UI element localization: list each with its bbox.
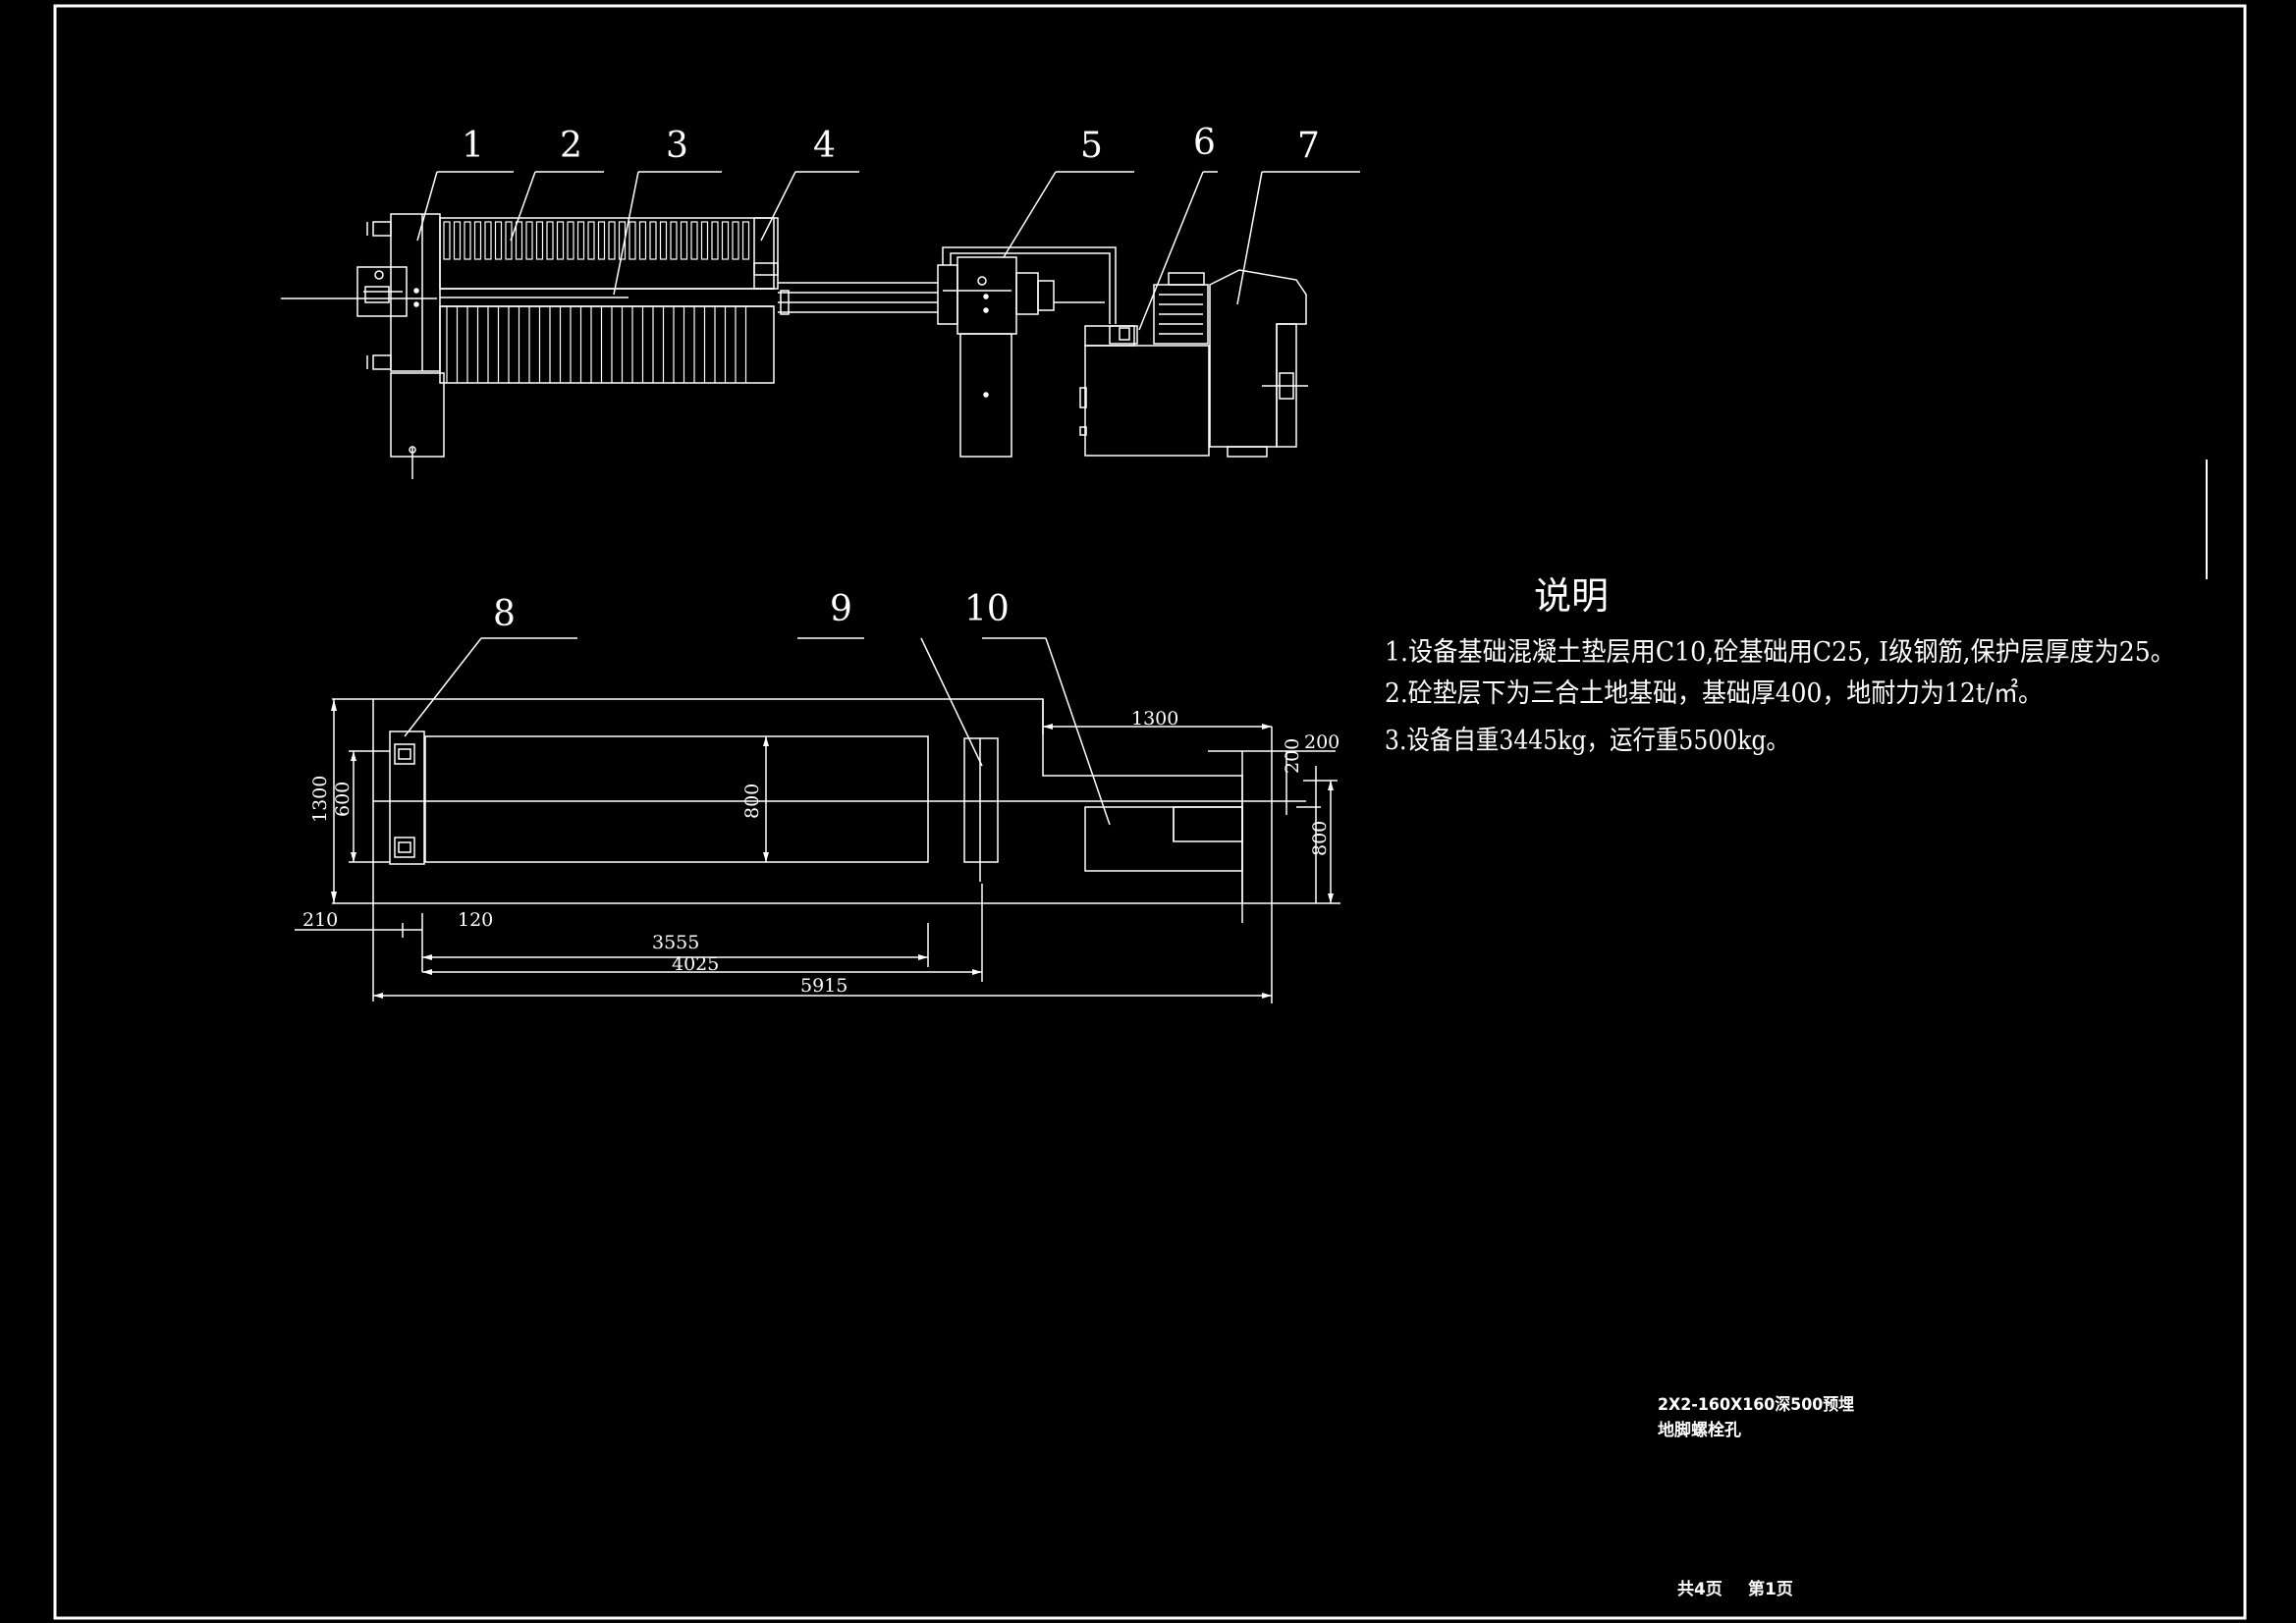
- plate-rib-top: [597, 221, 606, 260]
- dim-4025: 4025: [672, 953, 719, 975]
- plate-rib-top: [525, 221, 533, 260]
- dim-800-right: 800: [1309, 821, 1331, 856]
- dimension-labels: 1300 600 800 210 120 3555 4025 5915 1300…: [302, 708, 1339, 997]
- plate-rib-top: [484, 221, 492, 260]
- plate-rib-top: [690, 221, 698, 260]
- plate-rib-top: [629, 221, 636, 260]
- plate-rib-top: [567, 221, 574, 260]
- plate-rib-top: [535, 221, 544, 260]
- plate-rib-top: [721, 221, 730, 260]
- plate-rib-top: [732, 221, 739, 260]
- dim-800-center: 800: [741, 784, 763, 819]
- note-item-2: 2.砼垫层下为三合土地基础，基础厚400，地耐力为12t/㎡。: [1385, 678, 2043, 709]
- dimension-arrows: [331, 699, 1334, 999]
- dim-200-horizontal: 200: [1304, 731, 1339, 753]
- plate-rib-top: [464, 221, 471, 260]
- part-label-3: 3: [666, 126, 688, 166]
- plate-rib-top: [638, 221, 647, 260]
- notes-title: 说明: [1534, 574, 1609, 618]
- dim-120: 120: [458, 909, 493, 931]
- plate-rib-top: [608, 221, 616, 260]
- plate-rib-top: [680, 221, 688, 260]
- part-labels: 1 2 3 4 5 6 7 8 9 10: [462, 123, 1320, 634]
- part-leaders: [404, 171, 1360, 826]
- plate-rib-top: [443, 221, 451, 260]
- part-label-2: 2: [560, 126, 582, 166]
- part-label-1: 1: [462, 126, 484, 166]
- dim-1300-top: 1300: [1131, 708, 1178, 730]
- drawing-frame: [53, 4, 2247, 1620]
- plate-rib-top: [546, 221, 554, 260]
- plate-rib-top: [505, 221, 513, 260]
- plate-rib-top: [587, 221, 595, 260]
- dim-200-vertical: 200: [1282, 738, 1303, 774]
- plate-rib-top: [711, 221, 719, 260]
- bolt-hole-note: 2X2-160X160深500预埋 地脚螺栓孔: [1658, 1394, 1854, 1440]
- note-item-3: 3.设备自重3445kg，运行重5500kg。: [1385, 726, 1789, 756]
- plate-rib-top: [453, 221, 462, 260]
- part-label-10: 10: [964, 589, 1010, 629]
- filter-plates: [443, 221, 750, 383]
- bolt-note-line-1: 2X2-160X160深500预埋: [1658, 1394, 1854, 1415]
- part-label-6: 6: [1193, 123, 1216, 163]
- dim-600: 600: [332, 782, 354, 817]
- page-footer: 共4页 第1页: [1677, 1579, 1793, 1599]
- plate-rib-top: [670, 221, 678, 260]
- bolt-note-line-2: 地脚螺栓孔: [1658, 1420, 1741, 1440]
- dim-3555: 3555: [652, 932, 699, 953]
- plate-rib-top: [659, 221, 668, 260]
- plate-rib-top: [473, 221, 482, 260]
- part-label-4: 4: [813, 126, 836, 166]
- plate-rib-top: [741, 221, 750, 260]
- part-label-7: 7: [1297, 126, 1320, 166]
- part-label-9: 9: [830, 589, 852, 629]
- plate-rib-top: [576, 221, 585, 260]
- plate-rib-top: [494, 221, 503, 260]
- dim-1300-left: 1300: [309, 776, 331, 823]
- part-label-8: 8: [493, 594, 516, 634]
- plate-rib-top: [700, 221, 709, 260]
- notes-block: 说明 1.设备基础混凝土垫层用C10,砼基础用C25, I级钢筋,保护层厚度为2…: [1385, 574, 2175, 756]
- dim-5915: 5915: [800, 975, 847, 997]
- plate-rib-top: [556, 221, 565, 260]
- note-item-1: 1.设备基础混凝土垫层用C10,砼基础用C25, I级钢筋,保护层厚度为25。: [1385, 637, 2175, 668]
- part-label-5: 5: [1080, 126, 1103, 166]
- footer-current-page: 第1页: [1748, 1579, 1793, 1599]
- plate-rib-top: [649, 221, 657, 260]
- elevation-view: [281, 213, 1308, 479]
- plate-rib-top: [515, 221, 523, 260]
- footer-total-pages: 共4页: [1677, 1580, 1722, 1599]
- foundation-plan: [295, 698, 1340, 1003]
- dim-210: 210: [302, 909, 338, 931]
